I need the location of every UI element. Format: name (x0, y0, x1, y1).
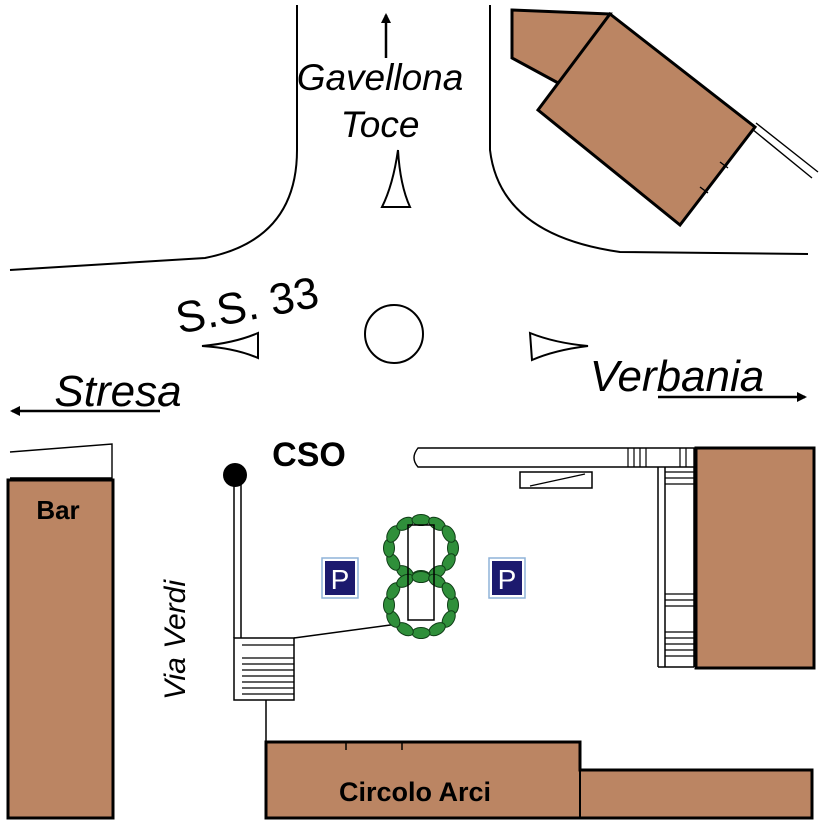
east-walkway-steps (627, 448, 687, 467)
leaf (441, 525, 456, 543)
building-northeast-tick (699, 161, 729, 194)
traffic-island-east (528, 331, 589, 362)
building-bar (6, 478, 115, 820)
venue-label: CSO (272, 436, 346, 474)
east-ramp (657, 467, 695, 668)
stairs-west (233, 637, 295, 701)
east-walkway (413, 447, 695, 468)
street-name: Via Verdi (159, 579, 192, 700)
parking-sign-icon: P (321, 557, 359, 599)
parking-sign-icon: P (488, 557, 526, 599)
location-dot-icon (223, 463, 247, 487)
leaf (411, 571, 431, 583)
west-destination: Stresa (54, 367, 181, 416)
roundabout (364, 304, 424, 364)
road-edge-northeast (489, 5, 809, 255)
bar-awning (9, 443, 113, 479)
tree-hedge-icon (383, 514, 459, 639)
parking-right-label: P (498, 564, 517, 595)
bar-label: Bar (36, 495, 79, 525)
building-east (694, 446, 816, 670)
road-name: S.S. 33 (172, 268, 323, 344)
traffic-island-west (201, 331, 259, 360)
traffic-island-north (380, 149, 412, 208)
leaf (411, 514, 431, 526)
vending-bench (519, 471, 593, 489)
leaf (411, 627, 431, 639)
north-destination-line2: Toce (341, 104, 420, 145)
club-label: Circolo Arci (339, 777, 491, 807)
leaf (441, 582, 456, 600)
north-destination-line1: Gavellona (297, 57, 464, 98)
garden-bed (407, 524, 435, 621)
building-northeast (535, 11, 758, 228)
east-destination: Verbania (590, 352, 765, 401)
building-circolo-arci (264, 740, 814, 820)
road-edge-northwest (9, 5, 298, 271)
stairs-to-garden-line (293, 623, 399, 639)
parking-left-label: P (331, 564, 350, 595)
building-northeast-wall (751, 122, 819, 179)
